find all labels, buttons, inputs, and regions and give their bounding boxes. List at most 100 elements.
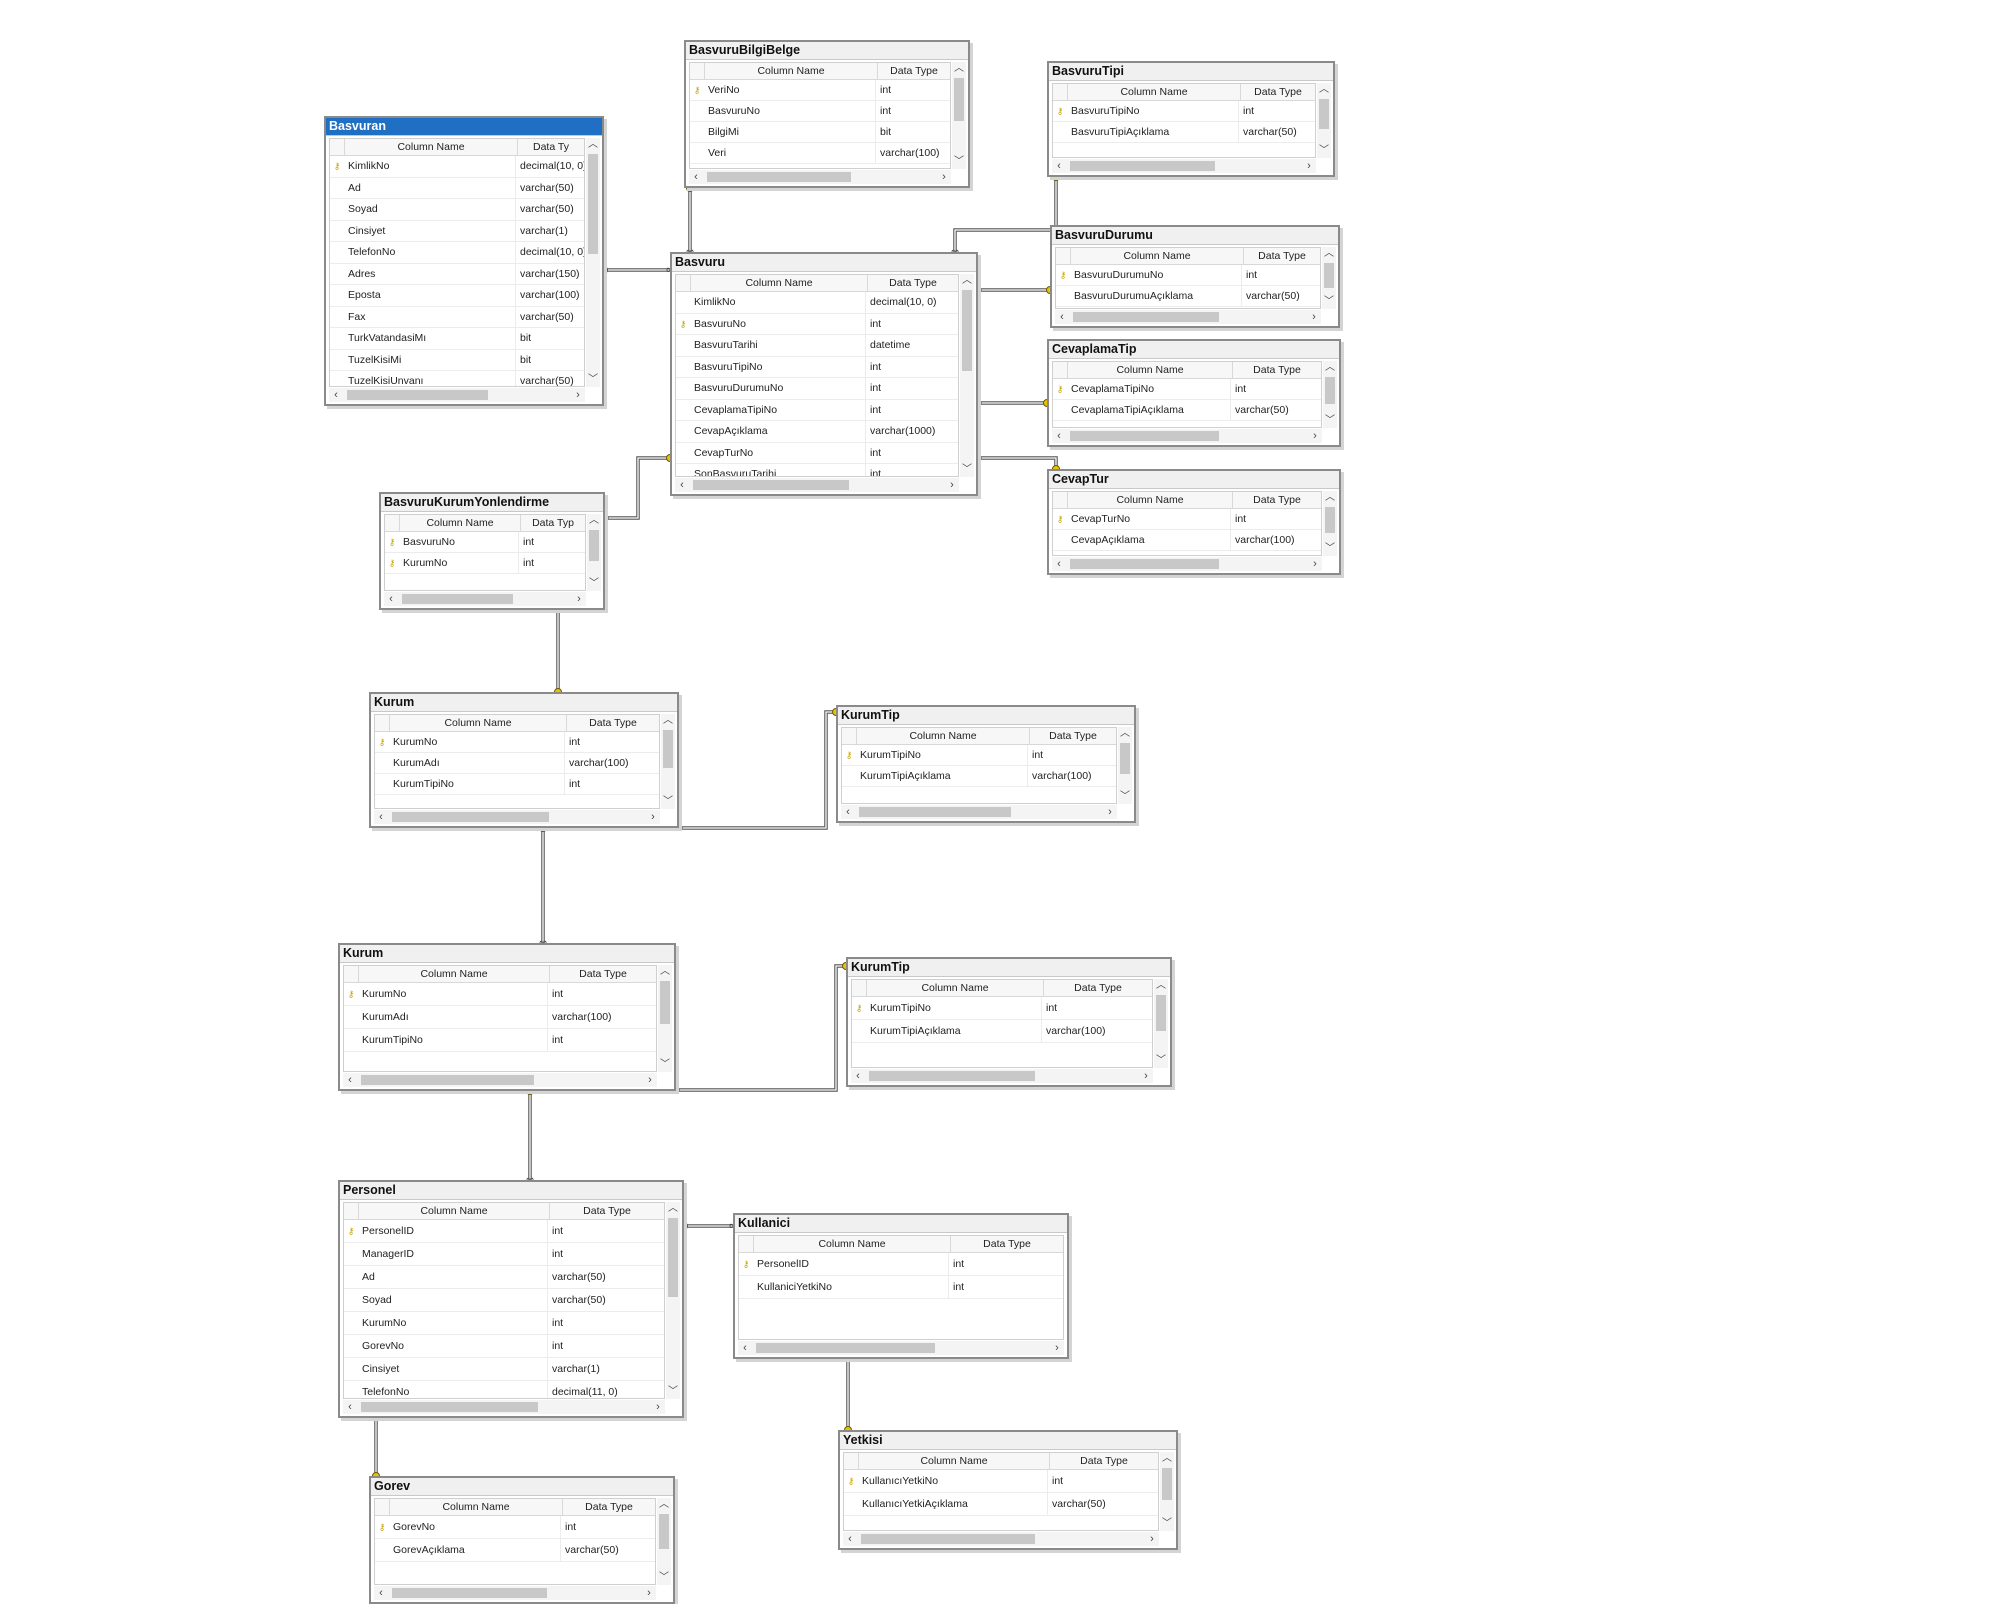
data-type-cell[interactable]: int <box>870 403 882 416</box>
data-type-cell[interactable]: bit <box>520 332 532 344</box>
chevron-up-icon[interactable]: ︿ <box>660 966 670 977</box>
vertical-scrollbar[interactable]: ︿﹀ <box>587 514 601 591</box>
chevron-up-icon[interactable]: ︿ <box>589 515 599 526</box>
scroll-thumb[interactable] <box>1319 99 1329 129</box>
vertical-scrollbar[interactable]: ︿﹀ <box>657 1498 671 1585</box>
chevron-down-icon[interactable]: ﹀ <box>660 1059 670 1070</box>
table-title[interactable]: BasvuruDurumu <box>1052 227 1338 245</box>
horizontal-scrollbar[interactable]: ‹› <box>738 1341 1064 1355</box>
chevron-right-icon[interactable]: › <box>1312 311 1316 323</box>
table-title[interactable]: CevaplamaTip <box>1049 341 1339 359</box>
data-type-cell[interactable]: varchar(1) <box>552 1363 600 1375</box>
data-type-cell[interactable]: varchar(50) <box>552 1271 606 1283</box>
scroll-thumb[interactable] <box>392 812 550 822</box>
data-type-cell[interactable]: bit <box>880 126 892 138</box>
column-row[interactable]: Soyad varchar(50) <box>344 1289 664 1312</box>
column-name-cell[interactable]: TurkVatandasiMı <box>344 328 516 349</box>
data-type-cell[interactable]: varchar(50) <box>1243 126 1297 138</box>
chevron-right-icon[interactable]: › <box>1108 806 1112 818</box>
horizontal-scrollbar[interactable]: ‹› <box>343 1073 657 1087</box>
chevron-down-icon[interactable]: ﹀ <box>659 1572 669 1583</box>
column-name-cell[interactable]: PersonelID <box>753 1253 949 1275</box>
data-type-cell[interactable]: int <box>1243 105 1255 117</box>
vertical-scrollbar[interactable]: ︿﹀ <box>1317 83 1331 158</box>
data-type-cell[interactable]: int <box>953 1281 965 1293</box>
chevron-left-icon[interactable]: ‹ <box>846 806 850 818</box>
scroll-thumb[interactable] <box>962 290 972 372</box>
chevron-left-icon[interactable]: ‹ <box>694 171 698 183</box>
column-name-cell[interactable]: KurumTipiAçıklama <box>866 1020 1042 1042</box>
column-row[interactable]: KimlikNo decimal(10, 0) <box>676 292 958 314</box>
data-type-cell[interactable]: decimal(10, 0) <box>870 296 937 308</box>
chevron-left-icon[interactable]: ‹ <box>680 479 684 491</box>
column-name-cell[interactable]: KullanıcıYetkiNo <box>858 1470 1048 1492</box>
vertical-scrollbar[interactable]: ︿﹀ <box>1323 491 1337 556</box>
chevron-up-icon[interactable]: ︿ <box>663 715 673 726</box>
scroll-thumb[interactable] <box>707 172 852 182</box>
scroll-thumb[interactable] <box>659 1514 669 1549</box>
chevron-down-icon[interactable]: ﹀ <box>1156 1055 1166 1066</box>
chevron-left-icon[interactable]: ‹ <box>743 1342 747 1354</box>
data-type-cell[interactable]: varchar(50) <box>1246 290 1300 302</box>
chevron-up-icon[interactable]: ︿ <box>1324 248 1334 259</box>
scroll-thumb[interactable] <box>693 480 850 490</box>
scroll-thumb[interactable] <box>954 78 964 121</box>
table-title[interactable]: BasvuruKurumYonlendirme <box>381 494 603 512</box>
horizontal-scrollbar[interactable]: ‹› <box>851 1069 1153 1083</box>
data-type-cell[interactable]: decimal(11, 0) <box>552 1386 618 1398</box>
chevron-down-icon[interactable]: ﹀ <box>962 464 972 475</box>
data-type-cell[interactable]: varchar(50) <box>520 310 574 323</box>
chevron-down-icon[interactable]: ﹀ <box>1162 1518 1172 1529</box>
chevron-right-icon[interactable]: › <box>577 593 581 605</box>
chevron-down-icon[interactable]: ﹀ <box>1325 543 1335 554</box>
column-name-cell[interactable]: Fax <box>344 306 516 327</box>
column-name-cell[interactable]: Cinsiyet <box>344 220 516 241</box>
scroll-thumb[interactable] <box>1120 743 1130 774</box>
relationship-line[interactable] <box>676 964 846 1092</box>
chevron-right-icon[interactable]: › <box>942 171 946 183</box>
data-type-cell[interactable]: varchar(50) <box>552 1294 606 1306</box>
data-type-cell[interactable]: int <box>1246 269 1258 281</box>
horizontal-scrollbar[interactable]: ‹› <box>689 170 951 184</box>
column-name-cell[interactable]: KurumTipiNo <box>358 1029 548 1051</box>
data-type-cell[interactable]: varchar(50) <box>565 1544 619 1556</box>
data-type-cell[interactable]: int <box>870 382 882 394</box>
relationship-line[interactable] <box>605 456 670 520</box>
scroll-thumb[interactable] <box>1325 507 1335 533</box>
column-name-cell[interactable]: KimlikNo <box>690 292 866 313</box>
column-name-cell[interactable]: CevapTurNo <box>1067 509 1231 529</box>
data-type-cell[interactable]: int <box>523 536 535 548</box>
chevron-right-icon[interactable]: › <box>1055 1342 1059 1354</box>
chevron-left-icon[interactable]: ‹ <box>1057 558 1061 570</box>
chevron-up-icon[interactable]: ︿ <box>1120 728 1130 739</box>
column-name-cell[interactable]: TelefonNo <box>358 1381 548 1398</box>
chevron-right-icon[interactable]: › <box>1150 1533 1154 1545</box>
table-title[interactable]: Gorev <box>371 1478 673 1496</box>
data-type-cell[interactable]: int <box>552 988 564 1000</box>
chevron-left-icon[interactable]: ‹ <box>379 811 383 823</box>
chevron-up-icon[interactable]: ︿ <box>1325 492 1335 503</box>
chevron-down-icon[interactable]: ﹀ <box>588 374 598 385</box>
data-type-cell[interactable]: decimal(10, 0) <box>520 160 584 172</box>
chevron-down-icon[interactable]: ﹀ <box>1120 791 1130 802</box>
scroll-thumb[interactable] <box>1070 431 1219 441</box>
column-name-cell[interactable]: Soyad <box>358 1289 548 1311</box>
column-name-cell[interactable]: VeriNo <box>704 80 876 100</box>
relationship-line[interactable] <box>953 177 1058 252</box>
scroll-thumb[interactable] <box>361 1402 539 1412</box>
chevron-left-icon[interactable]: ‹ <box>379 1587 383 1599</box>
